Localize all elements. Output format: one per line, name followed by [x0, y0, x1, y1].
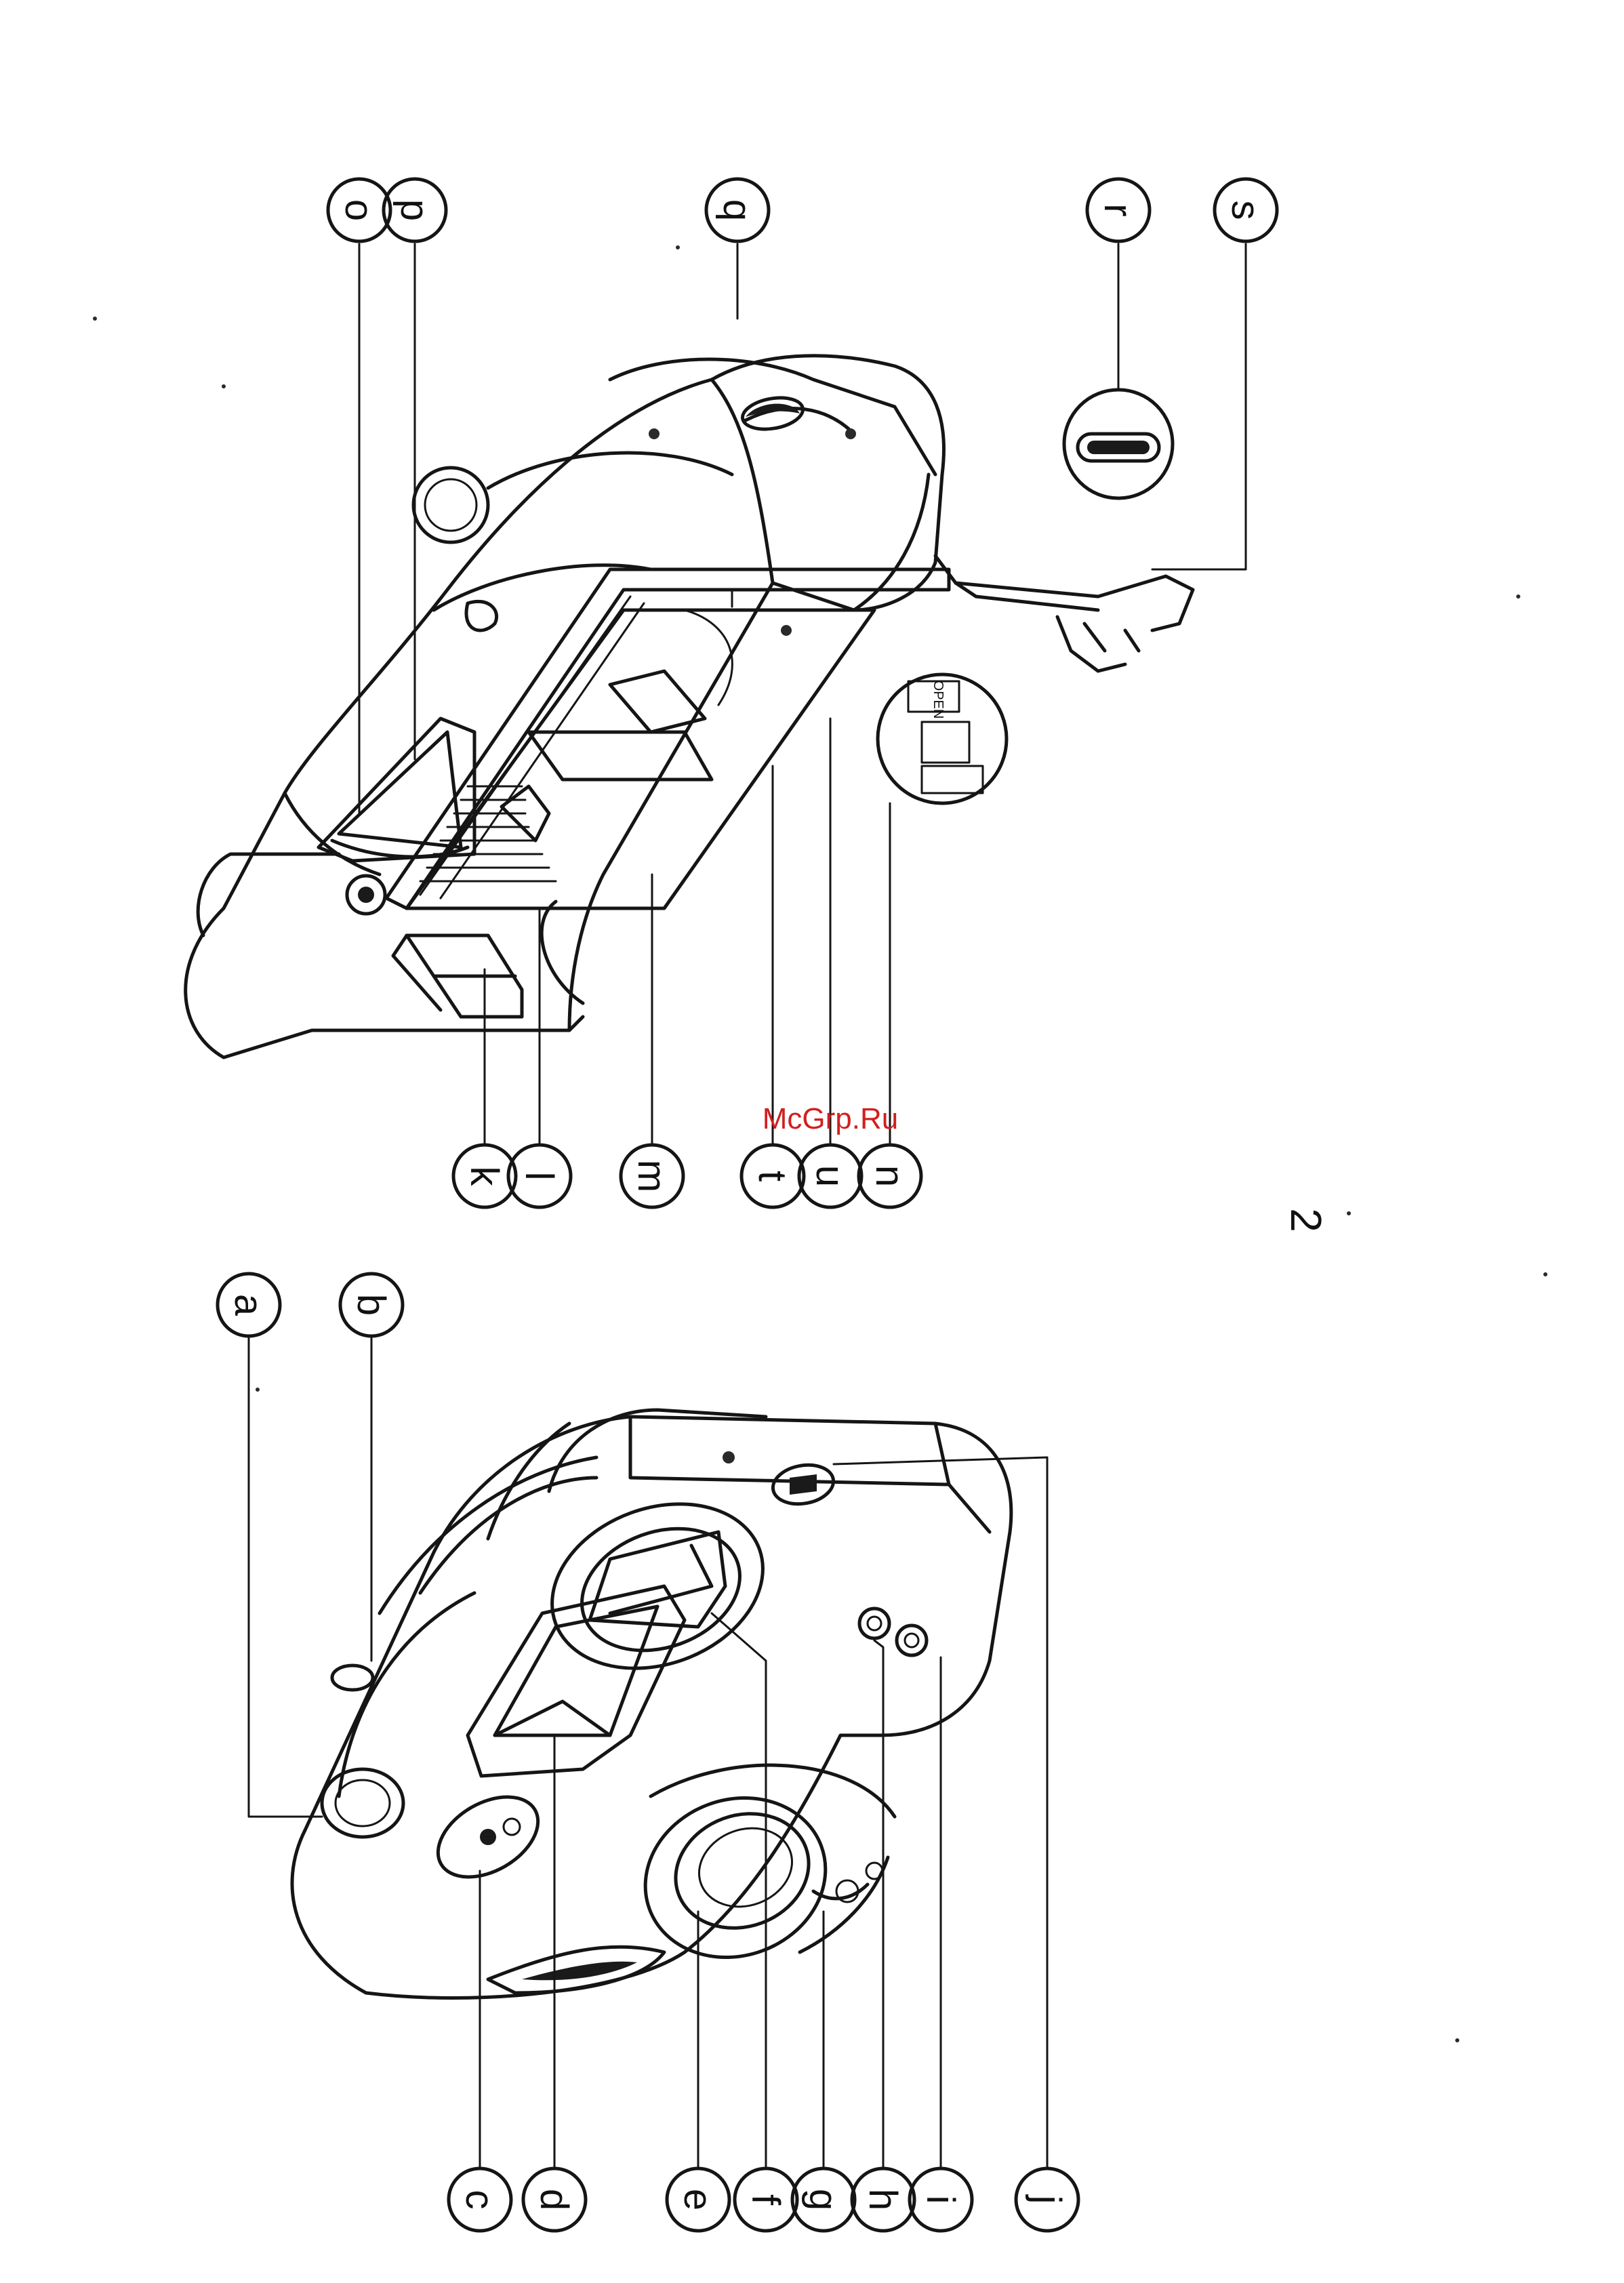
- svg-text:n: n: [868, 1165, 912, 1187]
- callouts: o p q r s k l m: [218, 179, 1277, 2231]
- leader-lines: [249, 244, 1246, 2169]
- callout-a: a: [218, 1274, 280, 1336]
- watermark-text: McGrp.Ru: [763, 1102, 898, 1135]
- callout-n: t: [742, 1145, 804, 1207]
- svg-text:u: u: [808, 1165, 852, 1187]
- inset-open-label: OPEN: [931, 681, 946, 719]
- callout-u: s: [1215, 179, 1277, 241]
- inset-detail-t: [1064, 390, 1173, 498]
- svg-text:s: s: [1223, 201, 1267, 220]
- callout-g: g: [792, 2168, 855, 2231]
- svg-text:r: r: [1096, 203, 1140, 216]
- svg-text:t: t: [750, 1171, 794, 1181]
- callout-b: b: [340, 1274, 403, 1336]
- callout-l: l: [508, 1145, 571, 1207]
- camera-back-view: [186, 356, 1193, 1057]
- svg-text:a: a: [226, 1294, 270, 1316]
- svg-text:b: b: [349, 1294, 393, 1316]
- callout-i: i: [910, 2168, 972, 2231]
- svg-text:o: o: [337, 199, 381, 221]
- callout-p: n: [859, 1145, 921, 1207]
- svg-text:g: g: [801, 2189, 845, 2210]
- camera-front-view: [292, 1410, 1011, 1998]
- svg-text:d: d: [532, 2189, 576, 2210]
- callout-f: f: [735, 2168, 797, 2231]
- svg-text:h: h: [861, 2189, 905, 2210]
- page-number: 2: [1282, 1208, 1331, 1232]
- svg-text:i: i: [918, 2196, 962, 2204]
- svg-text:e: e: [676, 2189, 720, 2210]
- svg-text:p: p: [392, 199, 437, 221]
- callout-s: q: [706, 179, 769, 241]
- svg-text:q: q: [715, 199, 759, 221]
- callout-k: k: [453, 1145, 516, 1207]
- callout-e: e: [667, 2168, 729, 2231]
- callout-j: j: [1016, 2168, 1078, 2231]
- callout-d: d: [523, 2168, 586, 2231]
- svg-text:f: f: [744, 2194, 788, 2206]
- callout-h: h: [852, 2168, 914, 2231]
- callout-t: r: [1087, 179, 1150, 241]
- callout-o: u: [799, 1145, 861, 1207]
- svg-text:c: c: [458, 2190, 502, 2210]
- inset-detail-p: OPEN: [878, 674, 1007, 803]
- svg-text:l: l: [517, 1172, 561, 1181]
- callout-r: p: [384, 179, 446, 241]
- callout-c: c: [449, 2168, 511, 2231]
- callout-q: o: [328, 179, 390, 241]
- svg-text:m: m: [630, 1160, 674, 1192]
- svg-text:k: k: [462, 1167, 506, 1187]
- svg-text:j: j: [1025, 2194, 1069, 2204]
- callout-m: m: [621, 1145, 683, 1207]
